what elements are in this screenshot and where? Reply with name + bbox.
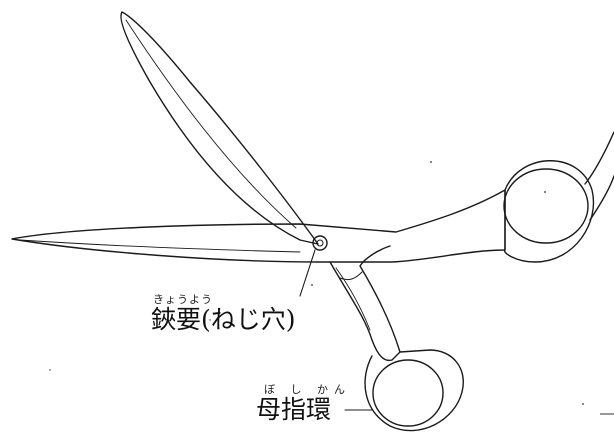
thumb-furigana: ぼ し かん <box>264 383 351 396</box>
screw-hole-label: きょうよう 鋏要(ねじ穴) <box>151 294 296 334</box>
thumb-label-text: 母指環 <box>256 395 332 424</box>
screw-leader-line <box>299 249 316 297</box>
upper-blade <box>120 11 319 245</box>
shank-bumps <box>339 271 363 281</box>
thumb-ring-label: ぼ し かん 母指環 <box>256 384 351 424</box>
finger-ring-inner <box>503 168 589 244</box>
finger-ring-outer <box>503 160 595 263</box>
thumb-ring-inner <box>372 359 444 427</box>
pivot-screw <box>312 235 328 251</box>
screw-label-text: 鋏要(ねじ穴) <box>151 305 296 334</box>
upper-blade-edge <box>125 19 297 229</box>
pivot-screw-inner <box>316 239 324 247</box>
ring-tang <box>584 131 614 221</box>
screw-furigana: きょうよう <box>153 293 213 306</box>
thumb-ring-outer <box>364 349 464 432</box>
lower-blade-edge <box>19 239 301 253</box>
thumb-shank <box>329 245 401 362</box>
shank-detail <box>335 267 371 331</box>
